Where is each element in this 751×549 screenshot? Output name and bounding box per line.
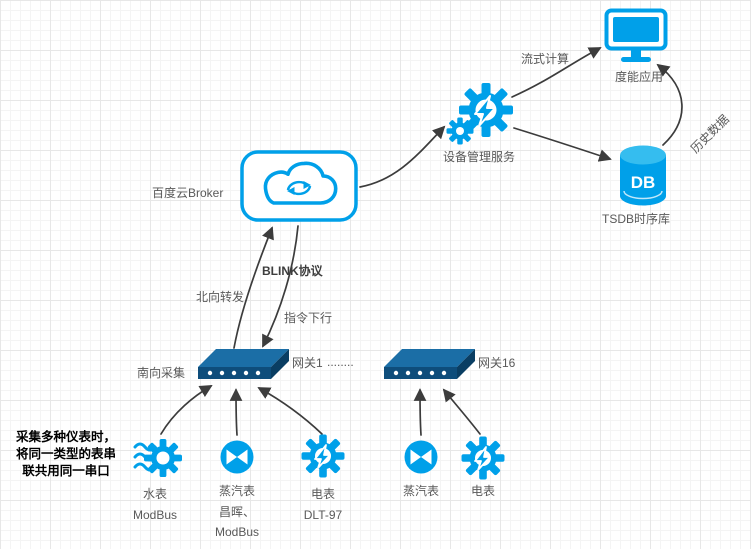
electric-meter-icon bbox=[301, 434, 345, 478]
monitor-icon bbox=[604, 8, 668, 62]
sync-arrows-icon bbox=[286, 180, 312, 196]
meter-protocol: DLT-97 bbox=[303, 507, 343, 522]
gateway1-node bbox=[198, 348, 290, 382]
device-service-label: 设备管理服务 bbox=[443, 150, 516, 164]
edge-label-stream-compute: 流式计算 bbox=[521, 52, 570, 66]
edge-label-blink-protocol: BLINK协议 bbox=[262, 264, 323, 278]
gateway-ellipsis: ........ bbox=[327, 355, 354, 369]
gateway-icon bbox=[384, 349, 475, 379]
edge-label-south-collect: 南向采集 bbox=[137, 366, 186, 380]
meter-protocol: 昌晖、 bbox=[218, 504, 255, 519]
electric-meter2-node bbox=[461, 436, 505, 480]
edge-gateway1-to-broker bbox=[233, 226, 274, 349]
meter-protocol: ModBus bbox=[214, 525, 260, 539]
device-service-node bbox=[446, 82, 516, 146]
gateway16-label: 网关16 bbox=[478, 356, 516, 370]
edge-service-to-db bbox=[513, 127, 612, 162]
meter-label: 电表 bbox=[470, 484, 495, 498]
electric-meter1-labels: 电表 DLT-97 bbox=[287, 484, 359, 525]
meter-label: 电表 bbox=[310, 487, 335, 501]
edge-broker-to-gateway1 bbox=[262, 225, 299, 348]
edge-label-command-down: 指令下行 bbox=[284, 311, 333, 325]
meter-label: 水表 bbox=[142, 487, 167, 501]
app-node bbox=[604, 8, 668, 64]
edge-steam1-to-gateway1 bbox=[229, 388, 243, 436]
gear-bolt-icon bbox=[446, 83, 513, 145]
note-line: 将同一类型的表串 bbox=[15, 447, 116, 461]
edge-label-north-forward: 北向转发 bbox=[196, 290, 245, 304]
edge-water-to-gateway1 bbox=[160, 385, 213, 435]
note-line: 联共用同一串口 bbox=[22, 464, 110, 478]
edge-broker-to-service bbox=[359, 125, 446, 188]
broker-node bbox=[240, 150, 358, 222]
edge-service-to-app bbox=[511, 47, 602, 98]
steam-meter2-node bbox=[401, 437, 441, 477]
meter-label: 蒸汽表 bbox=[218, 484, 255, 498]
edge-steam2-to-gateway16 bbox=[413, 388, 427, 436]
steam-meter-icon bbox=[220, 440, 254, 474]
app-label: 度能应用 bbox=[615, 70, 664, 84]
steam-meter1-node bbox=[217, 437, 257, 477]
gateway16-node bbox=[384, 348, 476, 382]
db-node: DB bbox=[616, 142, 670, 208]
gateway1-label: 网关1 bbox=[292, 356, 323, 370]
water-meter-node bbox=[132, 434, 182, 480]
water-meter-labels: 水表 ModBus bbox=[120, 484, 190, 525]
electric-meter1-node bbox=[301, 434, 345, 478]
db-text: DB bbox=[631, 173, 656, 192]
database-icon: DB bbox=[620, 145, 666, 206]
note-text: 采集多种仪表时， 将同一类型的表串 联共用同一串口 bbox=[2, 429, 130, 480]
cloud-icon bbox=[240, 150, 358, 222]
steam-meter-icon bbox=[404, 440, 438, 474]
electric-meter-icon bbox=[461, 436, 505, 480]
gateway-icon bbox=[198, 349, 289, 379]
electric-meter2-labels: 电表 bbox=[447, 481, 519, 502]
edge-electric1-to-gateway1 bbox=[257, 387, 323, 435]
note-line: 采集多种仪表时， bbox=[15, 430, 116, 444]
meter-label: 蒸汽表 bbox=[402, 484, 439, 498]
water-meter-icon bbox=[133, 439, 182, 477]
broker-label: 百度云Broker bbox=[152, 186, 224, 200]
steam-meter2-labels: 蒸汽表 bbox=[385, 481, 457, 502]
meter-protocol: ModBus bbox=[132, 507, 178, 522]
edge-db-to-app bbox=[656, 63, 683, 146]
db-label: TSDB时序库 bbox=[602, 212, 671, 226]
edge-electric2-to-gateway16 bbox=[442, 388, 481, 435]
steam-meter1-labels: 蒸汽表 昌晖、 ModBus bbox=[201, 481, 273, 543]
